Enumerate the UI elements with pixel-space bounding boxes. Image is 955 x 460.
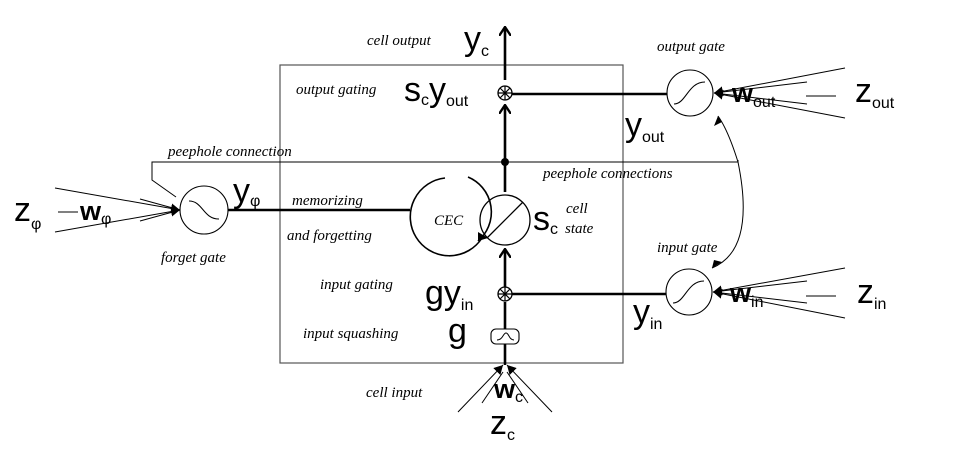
input-squash-node (490, 328, 520, 345)
output-gating-label: output gating (296, 82, 377, 98)
w-c-symbol: wc (493, 374, 523, 406)
input-gate-label: input gate (657, 240, 718, 256)
forget-gate-inputs (54, 187, 181, 233)
peephole-arrowhead-in (712, 260, 722, 268)
w-out-symbol: wout (731, 78, 776, 111)
memorizing-label: memorizing (292, 193, 363, 209)
z-c-symbol: zc (490, 404, 515, 444)
forget-gate-label: forget gate (161, 250, 226, 266)
peephole-line-forget (151, 161, 505, 198)
input-mult-node (497, 286, 513, 302)
output-gate-inputs (713, 67, 846, 119)
y-in-symbol: yin (633, 293, 662, 333)
peephole-arrowhead-out (714, 116, 722, 126)
cell-label: cell (566, 201, 588, 217)
z-out-symbol: zout (855, 72, 895, 112)
w-phi-symbol: wφ (79, 196, 111, 228)
input-gate-inputs (712, 267, 846, 319)
z-phi-symbol: zφ (14, 191, 41, 233)
w-in-symbol: win (729, 278, 763, 311)
y-out-symbol: yout (625, 106, 665, 146)
s-c-y-out-symbol: scyout (404, 71, 469, 110)
y-phi-symbol: yφ (233, 172, 260, 210)
g-y-in-symbol: gyin (425, 274, 473, 314)
s-c-symbol: sc (533, 200, 558, 238)
input-gate-node (665, 268, 713, 316)
z-in-symbol: zin (857, 273, 886, 313)
cell-output-label: cell output (367, 33, 432, 49)
cec-loop-right (467, 176, 493, 242)
forget-gate-node (179, 185, 229, 235)
cell-state-node (479, 194, 531, 246)
peephole-connection-label: peephole connection (167, 144, 292, 160)
output-gate-node (666, 69, 714, 117)
and-forgetting-label: and forgetting (287, 228, 372, 244)
peephole-connections-label: peephole connections (542, 166, 673, 182)
peephole-line-right (505, 160, 739, 163)
cell-input-label: cell input (366, 385, 423, 401)
cec-loop (409, 177, 483, 257)
input-gating-label: input gating (320, 277, 393, 293)
output-mult-node (497, 85, 513, 101)
cec-arrowhead (478, 232, 488, 241)
input-squashing-label: input squashing (303, 326, 399, 342)
memory-cell-box (279, 64, 624, 364)
peephole-curve-gates (711, 115, 744, 269)
y-c-symbol: yc (464, 20, 489, 60)
cell-input-inputs (457, 364, 553, 413)
state-label: state (565, 221, 594, 237)
output-gate-label: output gate (657, 39, 725, 55)
g-symbol: g (448, 312, 467, 350)
cec-label: CEC (434, 213, 464, 229)
